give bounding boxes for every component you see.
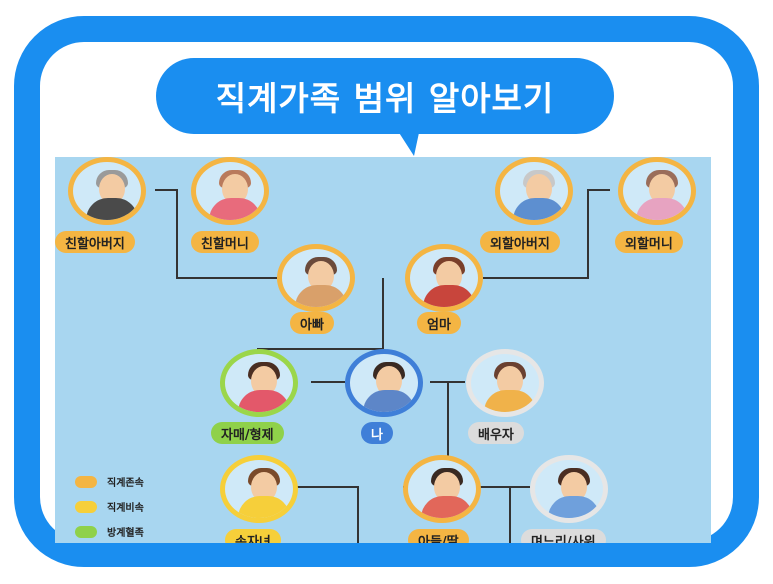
legend-item: 방계혈족 bbox=[75, 519, 144, 543]
legend: 직계존속 직계비속 방계혈족 bbox=[75, 469, 144, 543]
child-portrait bbox=[403, 455, 481, 523]
pat-grandmother-label: 친할머니 bbox=[191, 231, 259, 253]
legend-label: 방계혈족 bbox=[107, 528, 144, 539]
bubble-tail bbox=[396, 128, 420, 156]
spouse-portrait bbox=[466, 349, 544, 417]
pat-grandfather-label: 친할아버지 bbox=[55, 231, 135, 253]
mat-grandmother-label: 외할머니 bbox=[615, 231, 683, 253]
page-title: 직계가족 범위 알아보기 bbox=[215, 79, 555, 118]
mat-grandfather-label: 외할아버지 bbox=[480, 231, 560, 253]
child-label: 아들/딸 bbox=[408, 529, 469, 543]
mat-grandmother-portrait bbox=[618, 157, 696, 225]
child-spouse-label: 며느리/사위 bbox=[521, 529, 606, 543]
mother-portrait bbox=[405, 244, 483, 312]
me-label: 나 bbox=[361, 422, 393, 444]
grandchild-label: 손자녀 bbox=[225, 529, 281, 543]
legend-label: 직계비속 bbox=[107, 503, 144, 514]
legend-label: 직계존속 bbox=[107, 478, 144, 489]
legend-item: 직계비속 bbox=[75, 494, 144, 519]
family-tree-diagram: 친할아버지 친할머니 외할아버지 외할머니 아빠 엄마 자매/형제 나 배우자 … bbox=[55, 157, 711, 543]
legend-swatch bbox=[75, 475, 97, 488]
pat-grandmother-portrait bbox=[191, 157, 269, 225]
father-portrait bbox=[277, 244, 355, 312]
mother-label: 엄마 bbox=[417, 312, 461, 334]
grandchild-portrait bbox=[220, 455, 298, 523]
legend-item: 직계존속 bbox=[75, 469, 144, 494]
legend-swatch bbox=[75, 525, 97, 538]
father-label: 아빠 bbox=[290, 312, 334, 334]
spouse-label: 배우자 bbox=[468, 422, 524, 444]
mat-grandfather-portrait bbox=[495, 157, 573, 225]
legend-swatch bbox=[75, 500, 97, 513]
pat-grandfather-portrait bbox=[68, 157, 146, 225]
child-spouse-portrait bbox=[530, 455, 608, 523]
sibling-portrait bbox=[220, 349, 298, 417]
sibling-label: 자매/형제 bbox=[211, 422, 284, 444]
me-portrait bbox=[345, 349, 423, 417]
title-bubble: 직계가족 범위 알아보기 bbox=[156, 58, 614, 134]
